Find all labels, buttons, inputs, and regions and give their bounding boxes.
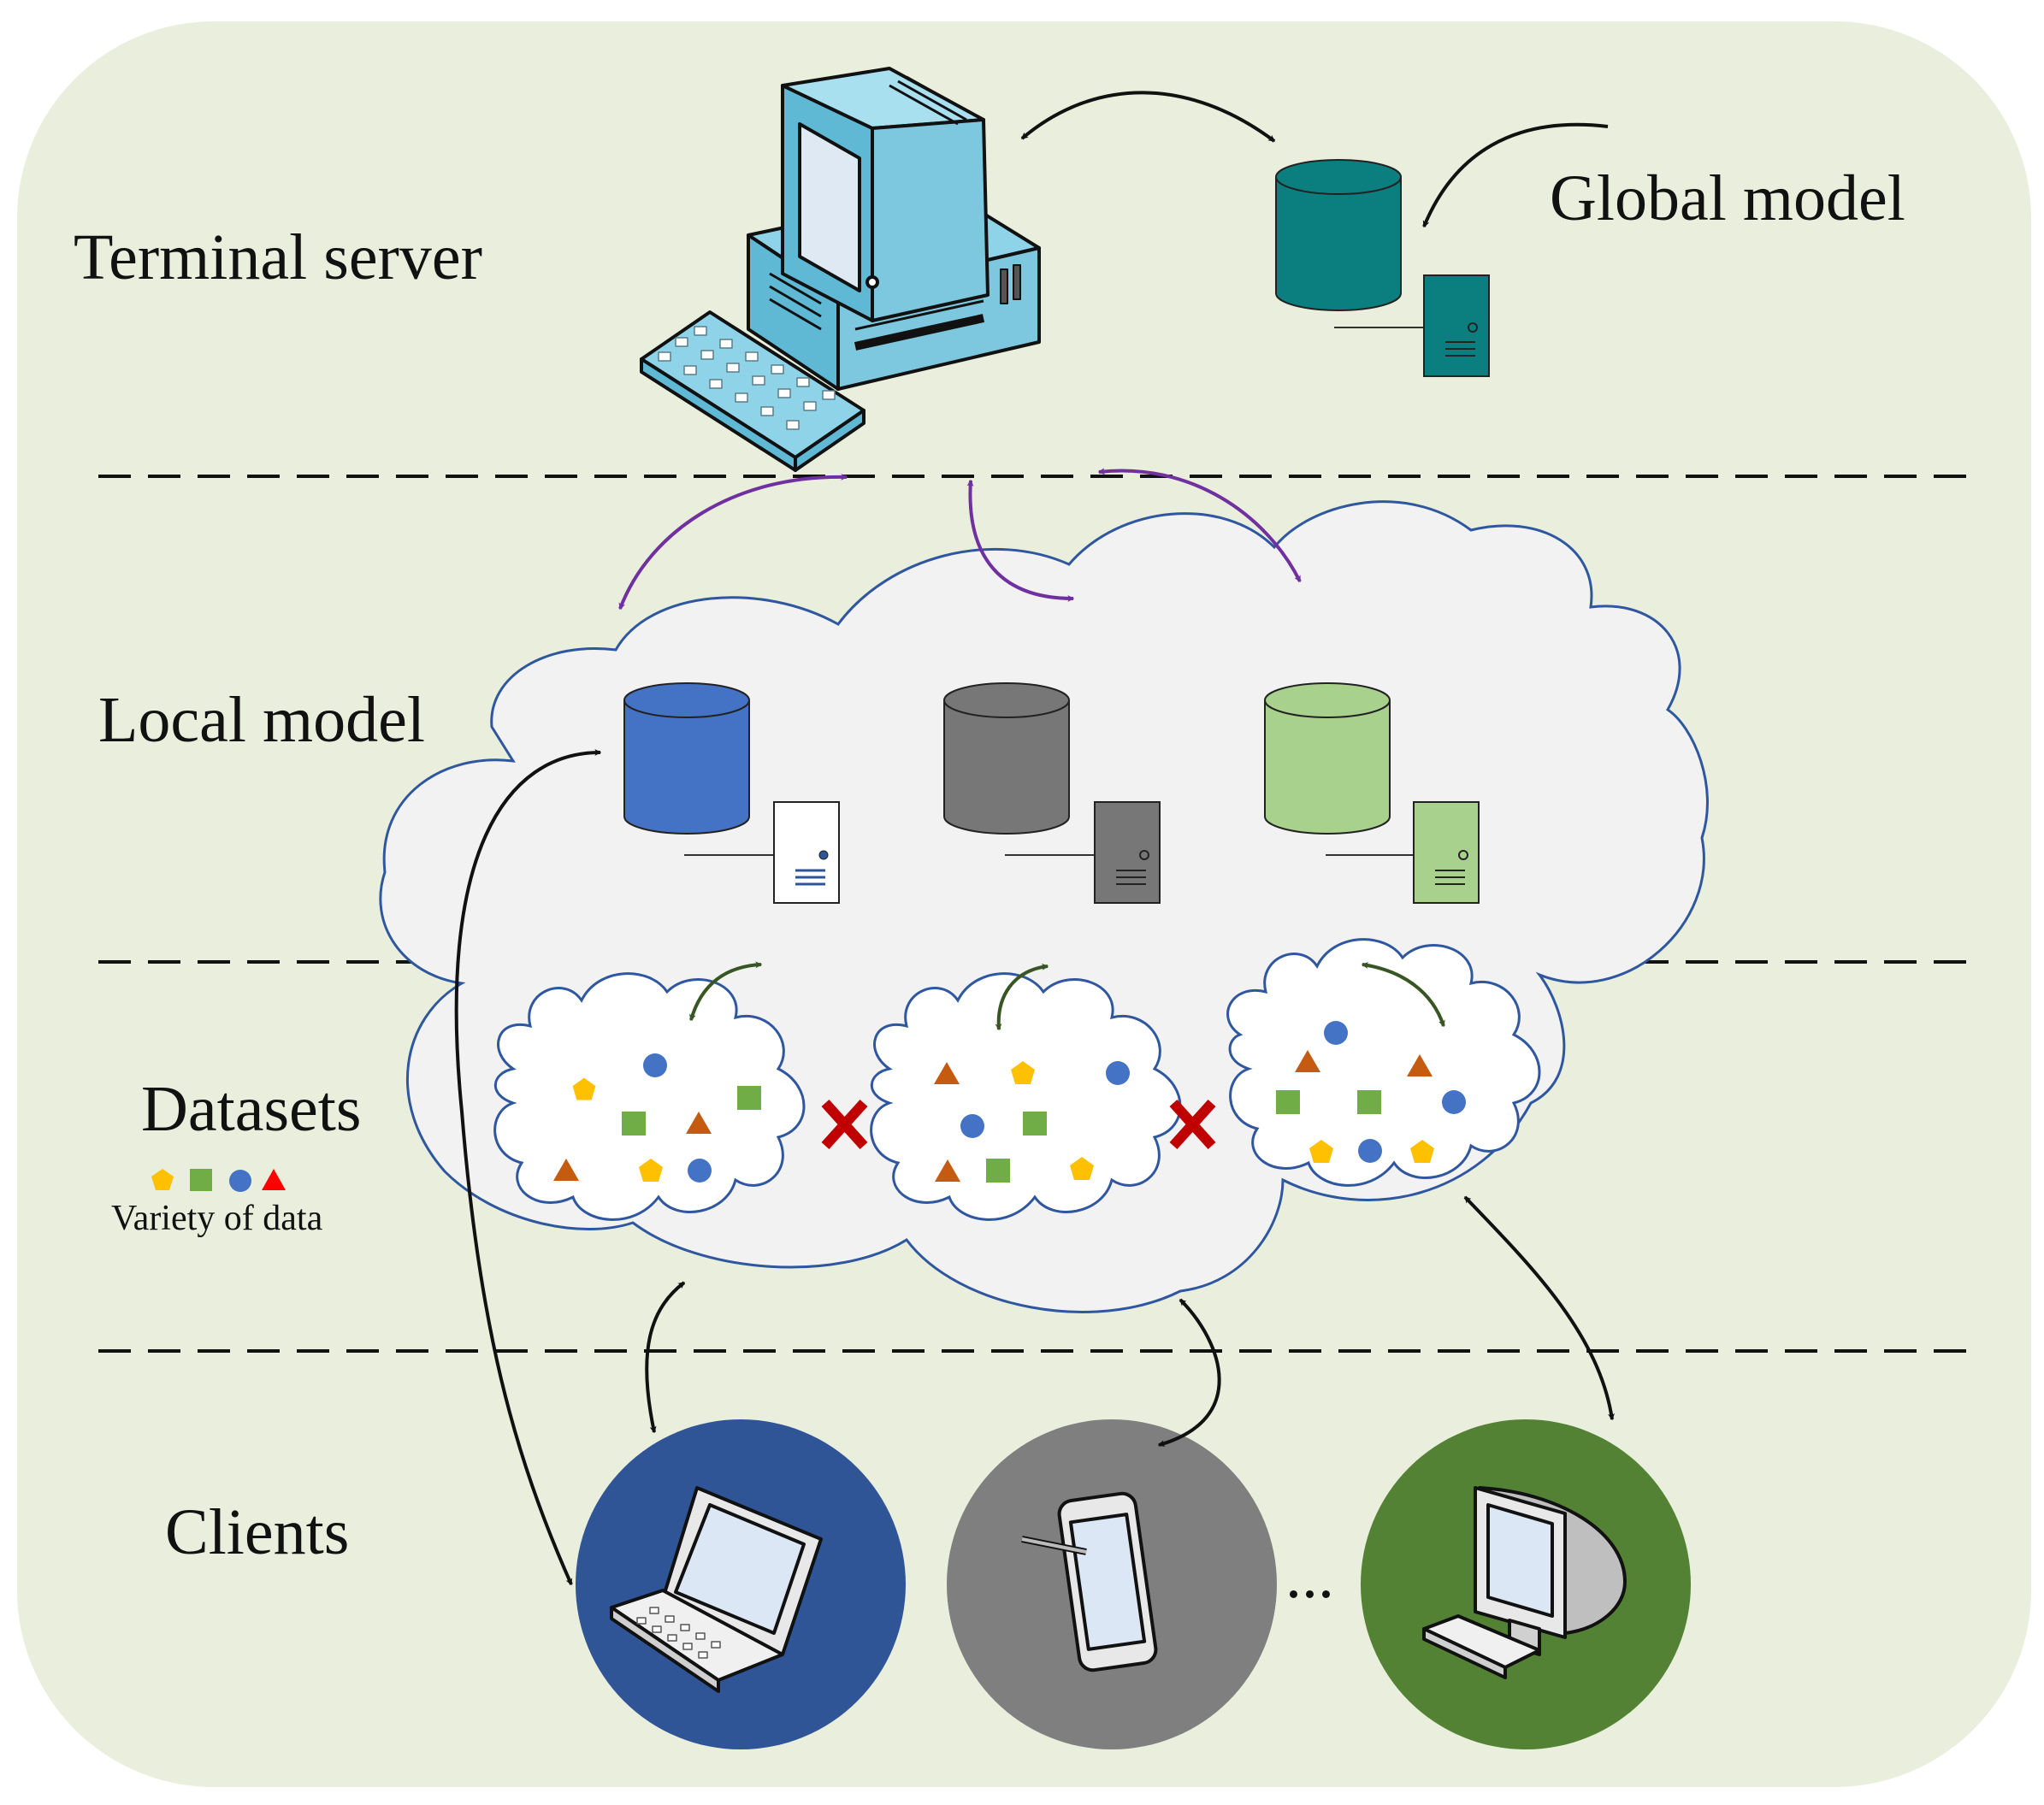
laptop-icon bbox=[610, 1486, 823, 1693]
connection-arrows bbox=[454, 91, 1615, 1586]
clients-label: Clients bbox=[165, 1496, 349, 1568]
variety-of-data-label: Variety of data bbox=[111, 1199, 323, 1238]
data-points bbox=[553, 1021, 1466, 1183]
dataset-cloud-3 bbox=[1226, 938, 1541, 1187]
terminal-server-label: Terminal server bbox=[74, 221, 482, 293]
no-sharing-cross-1 bbox=[821, 1099, 868, 1150]
cloud-dataset-arrows bbox=[688, 961, 1445, 1031]
tablet-icon bbox=[1021, 1491, 1158, 1672]
local-database-icon-green bbox=[1264, 682, 1480, 904]
desktop-monitor-icon bbox=[1422, 1486, 1627, 1679]
server-cloud-arrows bbox=[618, 468, 1302, 611]
global-model-label: Global model bbox=[1550, 162, 1905, 234]
local-database-icon-gray bbox=[943, 682, 1161, 904]
datasets-label: Datasets bbox=[141, 1073, 361, 1145]
desktop-computer-icon bbox=[640, 67, 1041, 472]
local-database-icon-blue bbox=[623, 682, 840, 904]
no-sharing-cross-2 bbox=[1169, 1099, 1216, 1150]
ellipsis-label: ... bbox=[1285, 1540, 1334, 1612]
local-model-label: Local model bbox=[98, 684, 425, 756]
data-legend bbox=[151, 1169, 286, 1192]
dataset-cloud-2 bbox=[870, 972, 1182, 1221]
global-database-icon bbox=[1275, 159, 1490, 377]
